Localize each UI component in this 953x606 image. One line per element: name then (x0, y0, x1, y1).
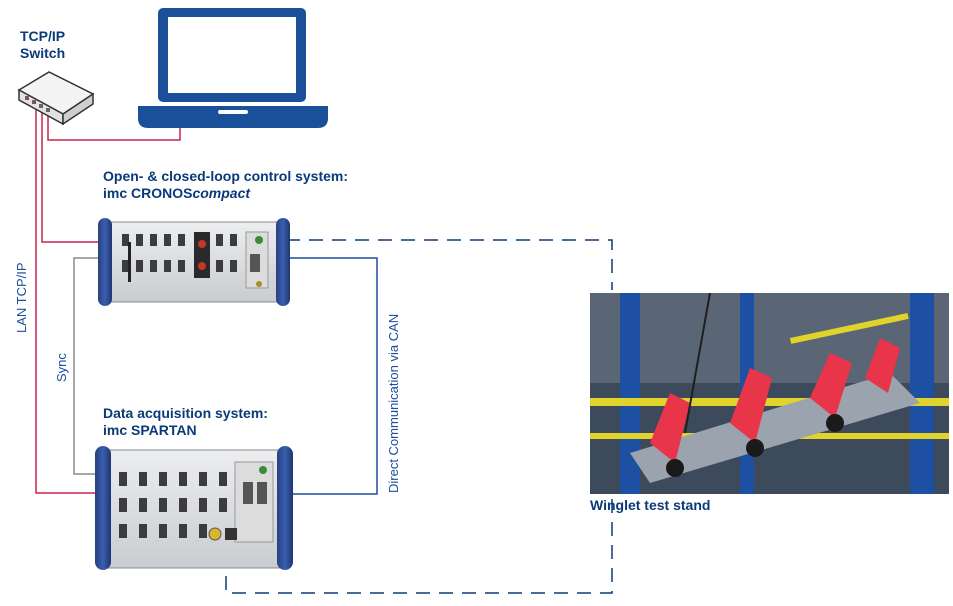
laptop-icon (138, 8, 328, 128)
control-system-label: Open- & closed-loop control system: imc … (103, 168, 348, 202)
spartan-device (95, 446, 293, 570)
lan-wire-spartan (35, 110, 100, 494)
dashed-line-cronos (286, 239, 613, 290)
switch-label-line2: Switch (20, 45, 66, 61)
daq-system-label-line2: imc SPARTAN (103, 422, 197, 438)
switch-label: TCP/IP Switch (20, 28, 65, 62)
control-system-name-suffix: compact (192, 185, 251, 201)
lan-wire-cronos (41, 110, 100, 243)
lan-label: LAN TCP/IP (14, 262, 29, 333)
control-system-label-line2: imc CRONOScompact (103, 185, 348, 202)
control-system-label-line1: Open- & closed-loop control system: (103, 168, 349, 184)
can-label: Direct Communication via CAN (386, 313, 401, 493)
daq-system-label-line1: Data acquisition system: (103, 405, 268, 421)
daq-system-label: Data acquisition system: imc SPARTAN (103, 405, 268, 439)
winglet-test-stand-photo (590, 293, 949, 494)
network-switch-icon (17, 71, 95, 126)
test-stand-image (590, 293, 949, 494)
lan-wire-laptop (47, 110, 181, 141)
control-system-name: imc CRONOS (103, 185, 193, 201)
test-stand-caption: Winglet test stand (590, 497, 711, 513)
sync-label: Sync (54, 353, 69, 382)
sync-wire (73, 257, 100, 475)
switch-label-line1: TCP/IP (20, 28, 66, 44)
can-wire (286, 257, 378, 495)
cronos-compact-device (98, 218, 290, 306)
